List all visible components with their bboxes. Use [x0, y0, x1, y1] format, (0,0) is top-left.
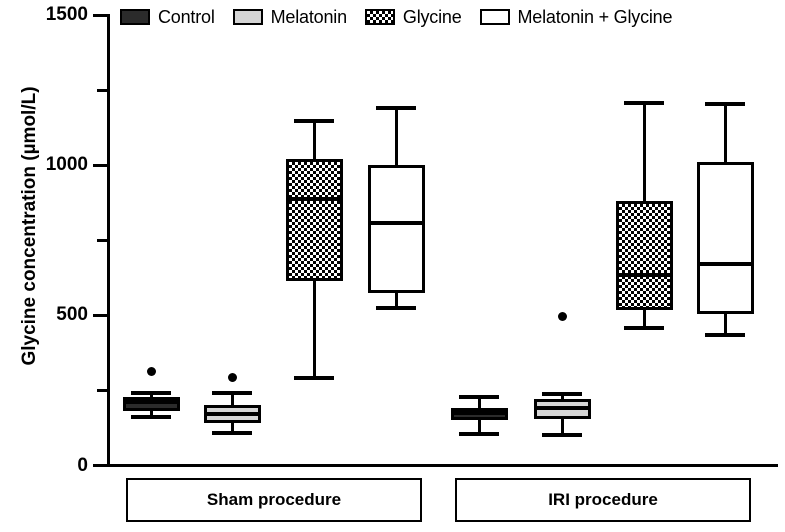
x-axis-line [107, 464, 778, 467]
cap-lower [624, 325, 664, 330]
group-label-iri: IRI procedure [455, 478, 751, 522]
legend-swatch-melatonin-icon [232, 9, 263, 25]
whisker-upper [394, 107, 398, 166]
cap-lower [294, 375, 334, 380]
whisker-upper [477, 396, 481, 408]
whisker-lower [230, 422, 234, 434]
y-tick-label-wrap-1000: 1000 [0, 154, 88, 187]
cap-upper [459, 394, 499, 399]
legend-item-melatonin-glycine: Melatonin + Glycine [479, 6, 673, 28]
boxplot-melatonin-sham [203, 0, 261, 532]
legend-item-melatonin: Melatonin [232, 6, 347, 28]
boxplot-control-iri [450, 0, 508, 532]
y-tick-label-wrap-0: 0 [0, 455, 88, 488]
y-tick-250 [97, 388, 107, 392]
cap-upper [212, 391, 252, 396]
cap-lower [705, 332, 745, 337]
y-tick-label-wrap-1500: 1500 [0, 4, 88, 37]
legend-swatch-control-icon [120, 9, 150, 25]
outlier-point-0 [146, 367, 156, 377]
median-line [533, 405, 591, 410]
whisker-upper [312, 121, 316, 159]
y-tick-label-1500: 1500 [45, 4, 88, 25]
whisker-lower [723, 313, 727, 335]
legend-label-melatonin: Melatonin [270, 6, 347, 27]
whisker-lower [394, 293, 398, 308]
median-line [203, 412, 261, 417]
whisker-upper [642, 102, 646, 201]
boxplot-melatonin-iri [533, 0, 591, 532]
cap-upper [376, 105, 416, 110]
legend-swatch-melatonin-glycine-icon [479, 9, 510, 25]
cap-upper [705, 102, 745, 107]
box-iqr [285, 158, 343, 282]
cap-upper [294, 119, 334, 124]
cap-upper [542, 392, 582, 397]
legend-label-control: Control [158, 6, 215, 27]
legend-label-melatonin-glycine: Melatonin + Glycine [517, 6, 673, 27]
cap-lower [131, 415, 171, 420]
whisker-lower [149, 410, 153, 418]
whisker-lower [477, 419, 481, 434]
whisker-lower [642, 309, 646, 328]
median-line [615, 272, 673, 277]
box-iqr [615, 200, 673, 310]
y-tick-1250 [97, 88, 107, 92]
y-tick-750 [97, 238, 107, 242]
boxplot-control-sham [122, 0, 180, 532]
y-tick-1500 [93, 13, 107, 17]
legend-label-glycine: Glycine [402, 6, 462, 27]
boxplot-glycine-iri [615, 0, 673, 532]
median-line [285, 196, 343, 201]
y-tick-label-500: 500 [56, 304, 88, 326]
median-line [450, 410, 508, 415]
whisker-upper [230, 393, 234, 405]
whisker-lower [312, 281, 316, 378]
cap-upper [624, 100, 664, 105]
y-tick-500 [93, 313, 107, 317]
cap-upper [131, 391, 171, 396]
box-iqr [696, 161, 754, 314]
median-line [696, 261, 754, 266]
y-tick-label-0: 0 [77, 454, 88, 476]
cap-lower [212, 431, 252, 436]
whisker-upper [723, 104, 727, 162]
cap-lower [542, 432, 582, 437]
boxplot-melatonin-glycine-sham [367, 0, 425, 532]
median-line [367, 220, 425, 225]
y-axis-line [107, 14, 110, 466]
cap-lower [459, 431, 499, 436]
legend-item-glycine: Glycine [364, 6, 462, 28]
legend-swatch-glycine-icon [364, 9, 395, 25]
box-iqr [367, 165, 425, 294]
y-tick-label-1000: 1000 [45, 154, 88, 176]
boxplot-melatonin-glycine-iri [696, 0, 754, 532]
outlier-point-0 [557, 312, 567, 322]
boxplot-glycine-sham [285, 0, 343, 532]
median-line [122, 399, 180, 404]
whisker-lower [560, 418, 564, 435]
y-tick-label-wrap-500: 500 [0, 304, 88, 337]
y-tick-1000 [93, 163, 107, 167]
whisker-upper [560, 394, 564, 399]
group-label-sham: Sham procedure [126, 478, 422, 522]
outlier-point-0 [227, 373, 237, 382]
y-tick-0 [93, 464, 107, 467]
chart-legend: Control Melatonin Glycine Melatonin + Gl… [120, 4, 690, 30]
legend-item-control: Control [120, 7, 215, 28]
cap-lower [376, 305, 416, 310]
